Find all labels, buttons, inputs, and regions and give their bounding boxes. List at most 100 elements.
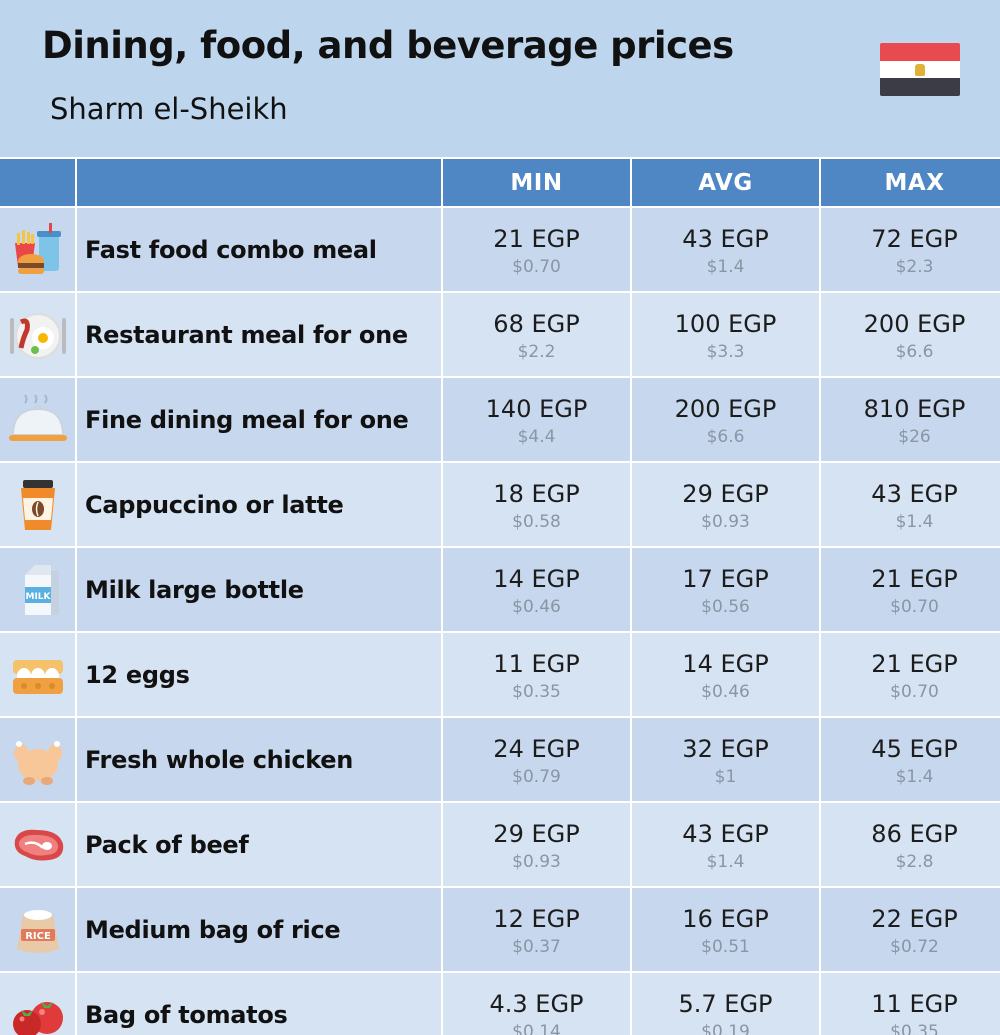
price-local-min: 12 EGP [493,904,580,933]
price-cell-avg: 43 EGP $1.4 [632,208,819,291]
price-usd-min: $0.79 [512,766,561,787]
price-usd-max: $1.4 [895,511,934,532]
price-usd-avg: $0.46 [701,681,750,702]
rice-bag-icon: RICE [9,901,67,959]
price-usd-max: $0.35 [890,1021,939,1035]
fast-food-icon [9,221,67,279]
price-cell-min: 68 EGP $2.2 [443,293,630,376]
price-local-avg: 5.7 EGP [678,989,773,1018]
price-usd-min: $4.4 [517,426,556,447]
price-usd-max: $2.8 [895,851,934,872]
row-icon-cell [0,718,75,801]
price-usd-avg: $3.3 [706,341,745,362]
price-cell-avg: 32 EGP $1 [632,718,819,801]
price-local-min: 11 EGP [493,649,580,678]
row-icon-cell [0,463,75,546]
price-usd-max: $0.70 [890,681,939,702]
price-usd-min: $0.14 [512,1021,561,1035]
price-local-max: 810 EGP [863,394,966,423]
price-cell-avg: 43 EGP$1.4 [632,803,819,886]
price-usd-min: $0.58 [512,511,561,532]
price-cell-max: 200 EGP $6.6 [821,293,1000,376]
price-local-max: 72 EGP [871,224,958,253]
price-usd-max: $0.70 [890,596,939,617]
price-cell-max: 11 EGP$0.35 [821,973,1000,1035]
coffee-cup-icon [13,476,63,534]
price-local-max: 200 EGP [863,309,966,338]
restaurant-meal-icon [9,306,67,364]
price-usd-min: $0.37 [512,936,561,957]
row-label: 12 eggs [77,633,441,716]
price-cell-avg: 14 EGP $0.46 [632,633,819,716]
row-label: Restaurant meal for one [77,293,441,376]
price-usd-avg: $0.51 [701,936,750,957]
price-local-min: 68 EGP [493,309,580,338]
price-cell-avg: 5.7 EGP$0.19 [632,973,819,1035]
price-cell-max: 43 EGP $1.4 [821,463,1000,546]
price-cell-min: 14 EGP $0.46 [443,548,630,631]
price-local-avg: 43 EGP [682,224,769,253]
header-label-cell [77,159,441,206]
row-icon-cell [0,378,75,461]
price-cell-avg: 16 EGP $0.51 [632,888,819,971]
price-cell-max: 72 EGP$2.3 [821,208,1000,291]
price-usd-avg: $6.6 [706,426,745,447]
price-cell-min: 18 EGP $0.58 [443,463,630,546]
egypt-flag-icon [880,43,960,96]
beef-icon [9,816,67,874]
row-icon-cell: MILK [0,548,75,631]
price-cell-min: 4.3 EGP $0.14 [443,973,630,1035]
price-cell-min: 29 EGP$0.93 [443,803,630,886]
row-label: Fast food combo meal [77,208,441,291]
price-local-avg: 14 EGP [682,649,769,678]
price-usd-avg: $0.56 [701,596,750,617]
price-local-avg: 16 EGP [682,904,769,933]
row-label: Fine dining meal for one [77,378,441,461]
page-title: Dining, food, and beverage prices [42,24,734,67]
chicken-icon [9,731,67,789]
price-usd-avg: $1 [714,766,737,787]
row-icon-cell [0,293,75,376]
row-icon-cell [0,973,75,1035]
price-local-max: 45 EGP [871,734,958,763]
price-usd-avg: $1.4 [706,256,745,277]
price-cell-min: 24 EGP $0.79 [443,718,630,801]
price-cell-avg: 17 EGP$0.56 [632,548,819,631]
price-cell-max: 21 EGP $0.70 [821,633,1000,716]
row-label: Cappuccino or latte [77,463,441,546]
price-cell-max: 45 EGP $1.4 [821,718,1000,801]
price-local-min: 140 EGP [485,394,588,423]
row-label: Medium bag of rice [77,888,441,971]
column-header-max: MAX [821,159,1000,206]
price-local-min: 18 EGP [493,479,580,508]
row-icon-cell [0,803,75,886]
row-label: Bag of tomatos [77,973,441,1035]
tomatoes-icon [9,986,67,1035]
row-icon-cell [0,633,75,716]
svg-text:MILK: MILK [25,592,51,602]
eggs-icon [9,646,67,704]
price-usd-min: $0.35 [512,681,561,702]
row-label: Pack of beef [77,803,441,886]
price-usd-min: $2.2 [517,341,556,362]
row-label: Milk large bottle [77,548,441,631]
price-local-max: 21 EGP [871,649,958,678]
fine-dining-icon [7,391,69,449]
price-usd-max: $6.6 [895,341,934,362]
price-local-min: 4.3 EGP [489,989,584,1018]
price-local-min: 14 EGP [493,564,580,593]
price-local-max: 43 EGP [871,479,958,508]
row-icon-cell: RICE [0,888,75,971]
price-cell-max: 22 EGP$0.72 [821,888,1000,971]
price-usd-min: $0.46 [512,596,561,617]
price-usd-max: $1.4 [895,766,934,787]
price-local-min: 24 EGP [493,734,580,763]
row-icon-cell [0,208,75,291]
price-local-min: 29 EGP [493,819,580,848]
price-cell-max: 21 EGP$0.70 [821,548,1000,631]
price-local-avg: 32 EGP [682,734,769,763]
price-local-avg: 43 EGP [682,819,769,848]
price-cell-min: 140 EGP $4.4 [443,378,630,461]
price-local-avg: 200 EGP [674,394,777,423]
